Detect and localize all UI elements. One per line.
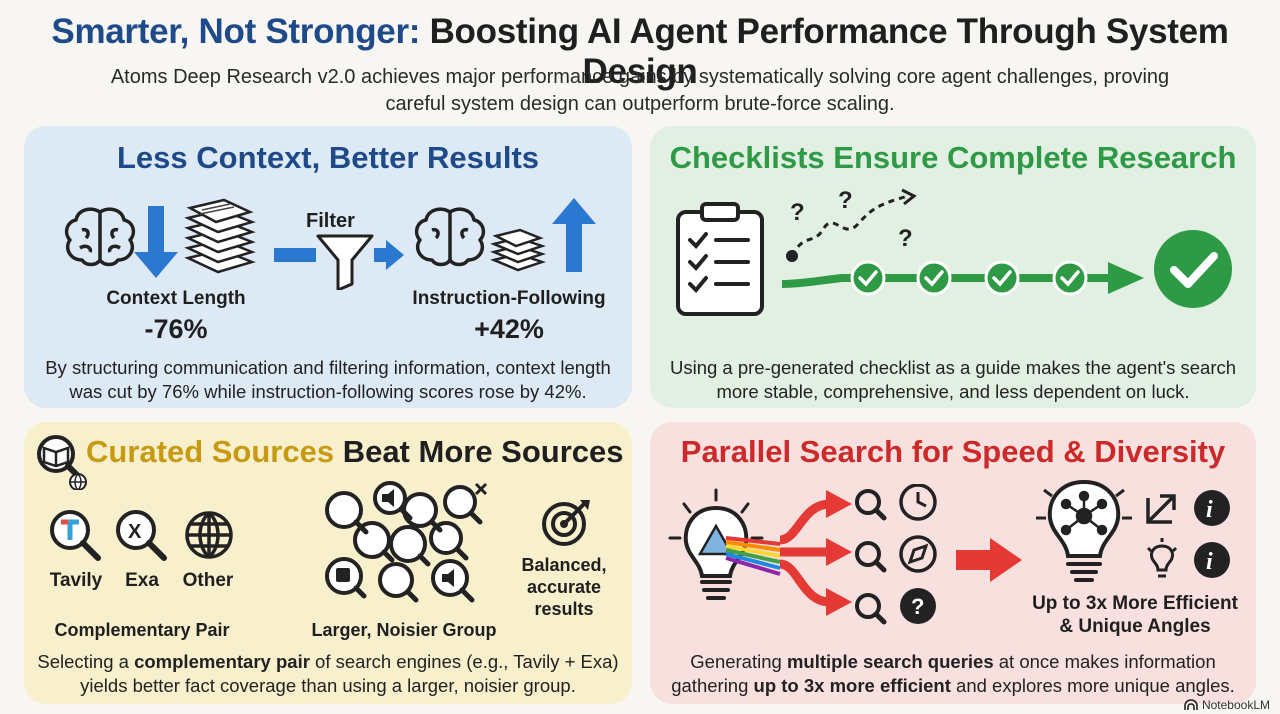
noisy-search-cluster-icon (325, 481, 488, 603)
complementary-pair-caption: Complementary Pair (54, 620, 230, 640)
tavily-search-icon (50, 510, 101, 561)
svg-text:?: ? (911, 594, 924, 619)
balanced-results-label: Balanced, accurate results (521, 555, 607, 619)
sources-desc-bold: complementary pair (134, 651, 310, 672)
sources-title-accent: Curated Sources (86, 434, 335, 469)
notebooklm-brand: NotebookLM (1201, 698, 1270, 712)
sources-panel: Curated Sources Beat More Sources X Tavi… (24, 422, 632, 704)
clipboard-checklist-icon (676, 202, 764, 316)
context-panel-description: By structuring communication and filteri… (45, 357, 611, 402)
checkpoint-progress-line (782, 260, 1144, 296)
small-document-stack-icon (490, 228, 546, 272)
parallel-desc-3: and explores more unique angles. (950, 675, 1235, 696)
svg-text:i: i (1206, 549, 1213, 575)
brain-icon-right (414, 207, 486, 267)
notebooklm-logo-icon (1184, 699, 1198, 710)
up-arrow-icon (552, 198, 596, 272)
angles-info-icons: i i (1146, 490, 1230, 578)
svg-text:?: ? (838, 187, 853, 214)
sources-desc-pre: Selecting a (37, 651, 135, 672)
checkpoint-icon (850, 260, 1088, 296)
exa-search-icon: X (116, 510, 167, 561)
filter-label: Filter (306, 210, 355, 232)
down-arrow-icon (134, 206, 178, 278)
parallel-panel-title: Parallel Search for Speed & Diversity (680, 434, 1226, 469)
svg-text:?: ? (898, 225, 913, 252)
big-red-arrow-icon (956, 538, 1022, 582)
svg-text:?: ? (790, 199, 805, 226)
instruction-following-value: +42% (474, 314, 544, 344)
parallel-panel: Parallel Search for Speed & Diversity (650, 422, 1256, 704)
sources-panel-title: Curated Sources Beat More Sources (86, 434, 624, 470)
page-subtitle: Atoms Deep Research v2.0 achieves major … (110, 66, 1170, 115)
efficiency-caption: Up to 3x More Efficient & Unique Angles (1032, 593, 1238, 637)
engine-label-exa: Exa (125, 570, 159, 591)
engine-label-other: Other (182, 570, 234, 591)
filter-funnel-icon (274, 234, 404, 290)
sources-panel-description: Selecting a complementary pair of search… (34, 650, 622, 698)
noisier-group-caption: Larger, Noisier Group (311, 620, 497, 640)
svg-text:i: i (1206, 497, 1213, 523)
branching-arrows-icon (779, 490, 852, 616)
parallel-queries-icons: ? (855, 484, 937, 625)
checklist-panel-title: Checklists Ensure Complete Research (669, 140, 1237, 175)
context-panel-title: Less Context, Better Results (116, 140, 540, 175)
context-length-value: -76% (144, 314, 208, 344)
sources-desc-post: of search engines (e.g., Tavily + Exa) y… (80, 651, 619, 696)
instruction-following-label: Instruction-Following (412, 288, 606, 309)
checklist-panel: Checklists Ensure Complete Research ? ? … (650, 126, 1256, 408)
context-length-label: Context Length (106, 288, 246, 309)
svg-text:X: X (128, 521, 142, 543)
parallel-desc-2: at once makes information gathering (671, 651, 1216, 696)
page-title: Smarter, Not Stronger: Boosting AI Agent… (0, 12, 1280, 92)
book-search-icon (37, 435, 87, 490)
notebooklm-watermark: NotebookLM (1184, 698, 1270, 712)
globe-icon (185, 511, 233, 559)
parallel-panel-description: Generating multiple search queries at on… (660, 650, 1246, 698)
context-panel: Less Context, Better Results Filter (24, 126, 632, 408)
engine-label-tavily: Tavily (49, 570, 103, 591)
brain-icon (64, 207, 136, 267)
parallel-desc-bold-1: multiple search queries (786, 651, 994, 672)
complete-check-icon (1154, 230, 1232, 308)
lightbulb-prism-icon (668, 488, 781, 600)
title-accent: Smarter, Not Stronger: (51, 12, 421, 51)
sources-title-rest: Beat More Sources (334, 434, 624, 469)
parallel-desc-1: Generating (690, 651, 787, 672)
document-stack-icon (184, 198, 256, 274)
uncertain-path-icon: ? ? ? (786, 187, 917, 262)
target-icon (542, 500, 590, 546)
network-lightbulb-icon (1036, 479, 1132, 582)
parallel-desc-bold-2: up to 3x more efficient (753, 675, 951, 696)
title-rest: Boosting AI Agent Performance Through Sy… (420, 12, 1229, 91)
checklist-panel-description: Using a pre-generated checklist as a gui… (669, 357, 1237, 402)
